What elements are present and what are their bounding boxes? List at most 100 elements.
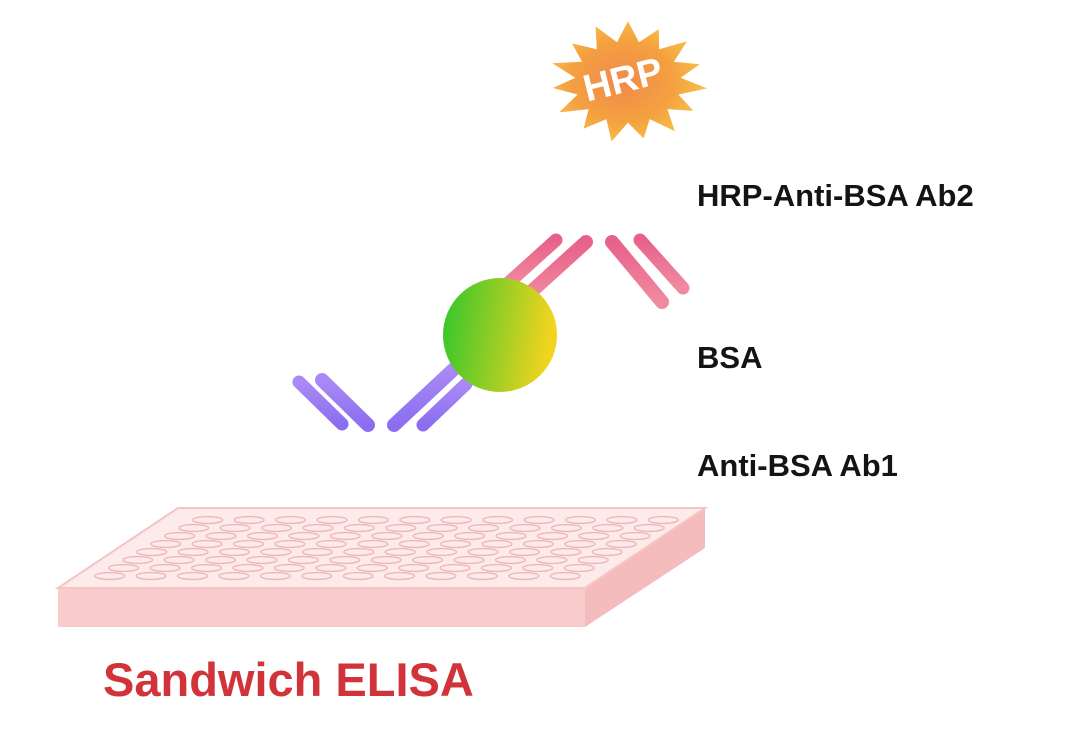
plate-well (260, 547, 292, 557)
plate-well (578, 531, 610, 541)
plate-well (371, 531, 403, 541)
ab2-right-arm-outer (633, 233, 690, 295)
plate-well (233, 515, 265, 525)
plate-well (205, 531, 237, 541)
plate-well (453, 555, 485, 565)
plate-well (246, 555, 278, 565)
plate-well (605, 539, 637, 549)
diagram-title: Sandwich ELISA (103, 653, 474, 706)
hrp-burst-shape (552, 21, 708, 142)
plate-well (191, 539, 223, 549)
plate-well (550, 523, 583, 533)
plate-wells (94, 515, 679, 581)
plate-well (564, 539, 596, 549)
ab1-left-arm-inner (315, 373, 375, 432)
plate-well (204, 555, 237, 565)
plate-well (495, 531, 527, 541)
plate-well (232, 539, 265, 549)
plate-well (577, 555, 609, 565)
plate-well (329, 555, 361, 565)
plate-well (564, 515, 597, 525)
plate-well (302, 523, 334, 533)
plate-well (480, 563, 513, 573)
plate-well (384, 547, 416, 557)
plate-well (108, 563, 140, 573)
plate-well (633, 523, 665, 533)
plate-front-side (58, 588, 585, 627)
plate-well (412, 531, 444, 541)
plate-well (647, 515, 679, 525)
ab1-right-arm-outer (416, 377, 473, 432)
plate-well (522, 563, 554, 573)
plate-well (356, 563, 388, 573)
plate-well (218, 547, 251, 557)
plate-well (426, 523, 458, 533)
plate-well (466, 571, 499, 581)
plate-well (122, 555, 154, 565)
bsa-antigen (443, 278, 557, 392)
plate-well (149, 563, 181, 573)
plate-well (246, 531, 279, 541)
plate-well (398, 563, 430, 573)
plate-well (467, 547, 499, 557)
plate-well (301, 547, 333, 557)
plate-well (454, 531, 486, 541)
plate-well (508, 571, 540, 581)
plate-well (481, 539, 513, 549)
plate-well (260, 523, 293, 533)
plate-well (176, 571, 209, 581)
label-primary-antibody: Anti-BSA Ab1 (697, 448, 898, 483)
plate-well (619, 531, 651, 541)
label-secondary-antibody: HRP-Anti-BSA Ab2 (697, 178, 974, 213)
plate-well (549, 571, 581, 581)
plate-well (508, 547, 541, 557)
plate-well (412, 555, 444, 565)
plate-well (190, 563, 223, 573)
plate-well (482, 515, 514, 525)
plate-well (274, 515, 307, 525)
plate-well (164, 531, 196, 541)
plate-well (536, 555, 568, 565)
plate-well (398, 539, 430, 549)
plate-well (259, 571, 291, 581)
plate-well (315, 539, 347, 549)
plate-well (440, 515, 472, 525)
plate-well (329, 531, 361, 541)
plate-well (384, 571, 416, 581)
ab2-right-arm-inner (605, 235, 669, 309)
plate-well (136, 547, 168, 557)
plate-well (563, 563, 595, 573)
plate-well (94, 571, 126, 581)
plate-well (509, 523, 541, 533)
plate-well (425, 571, 457, 581)
plate-well (274, 539, 306, 549)
plate-well (494, 555, 527, 565)
ab2-left-arm-outer (498, 233, 563, 293)
plate-well (178, 523, 210, 533)
plate-well (232, 563, 264, 573)
plate-well (440, 539, 472, 549)
label-antigen: BSA (697, 340, 762, 375)
plate-well (468, 523, 500, 533)
plate-right-side (585, 508, 705, 627)
plate-well (606, 515, 638, 525)
plate-well (192, 515, 224, 525)
plate-well (343, 523, 375, 533)
secondary-antibody-ab2 (498, 132, 690, 309)
hrp-enzyme: HRP (552, 21, 708, 142)
plate-well (591, 547, 623, 557)
plate-well (343, 547, 375, 557)
plate-well (219, 523, 251, 533)
microplate (54, 507, 709, 627)
plate-well (177, 547, 209, 557)
plate-well (592, 523, 624, 533)
plate-well (288, 531, 320, 541)
plate-well (163, 555, 195, 565)
primary-antibody-ab1 (292, 361, 473, 530)
plate-well (218, 571, 250, 581)
plate-well (536, 531, 569, 541)
plate-well (301, 571, 333, 581)
plate-well (316, 515, 348, 525)
